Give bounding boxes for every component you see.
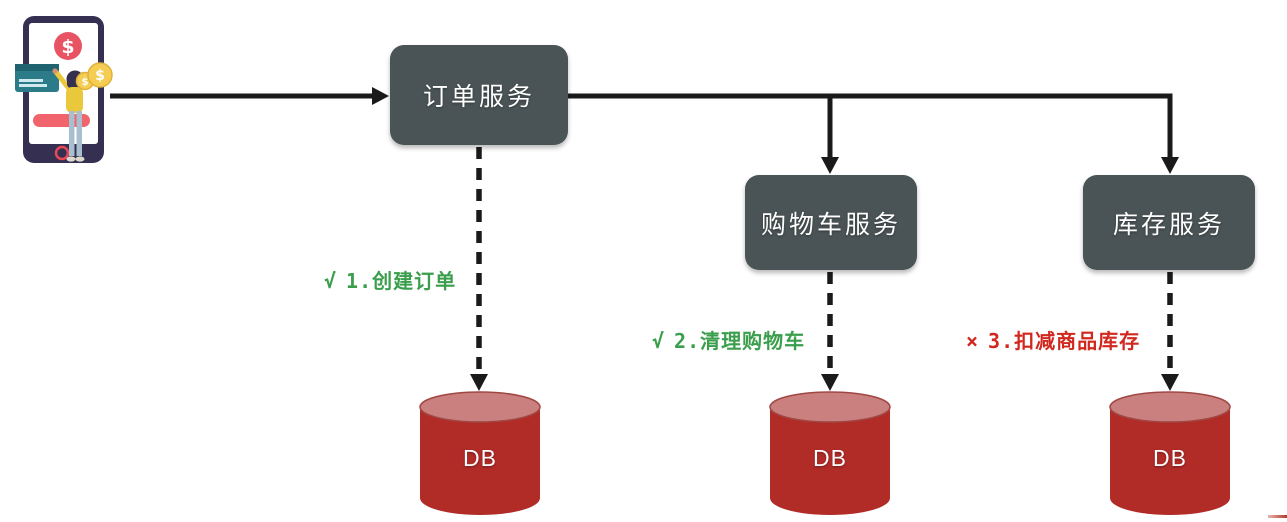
credit-card-icon	[15, 64, 59, 92]
arrowhead-icon	[821, 374, 839, 391]
svg-text:$: $	[82, 77, 89, 88]
arrowhead-icon	[1161, 157, 1179, 174]
check-icon: √	[324, 269, 338, 293]
service-label: 订单服务	[422, 83, 535, 111]
service-node-order: 订单服务	[390, 45, 568, 145]
svg-text:$: $	[61, 36, 74, 58]
phone-home-ring-icon	[54, 145, 70, 161]
db-label: DB	[463, 445, 497, 471]
mobile-payment-illustration: $ $	[0, 2, 128, 172]
step-text: 3.扣减商品库存	[988, 329, 1141, 353]
database-cylinder-icon	[419, 391, 541, 515]
database-node-order: DB	[418, 390, 542, 517]
svg-text:$: $	[95, 68, 105, 84]
database-node-cart: DB	[768, 390, 892, 517]
database-cylinder-icon	[769, 391, 891, 515]
arrowhead-icon	[821, 157, 839, 174]
db-label: DB	[813, 445, 847, 471]
step-label-deduct-stock: × 3.扣减商品库存	[966, 325, 1140, 354]
step-label-create-order: √ 1.创建订单	[324, 265, 456, 294]
database-cylinder-icon	[1109, 391, 1231, 515]
progress-bar-fragment	[1268, 515, 1287, 518]
service-node-inventory: 库存服务	[1083, 175, 1255, 270]
step-text: 1.创建订单	[346, 269, 457, 293]
service-node-cart: 购物车服务	[745, 175, 917, 270]
coin-icons: $ $	[75, 62, 113, 91]
database-node-inventory: DB	[1108, 390, 1232, 517]
cross-icon: ×	[966, 329, 980, 353]
pay-button-graphic	[33, 114, 90, 127]
arrowhead-icon	[372, 87, 389, 105]
step-text: 2.清理购物车	[674, 329, 806, 353]
arrowhead-icon	[470, 374, 488, 391]
db-label: DB	[1153, 445, 1187, 471]
dollar-badge-icon: $	[54, 32, 82, 60]
step-label-clear-cart: √ 2.清理购物车	[652, 325, 805, 354]
service-label: 库存服务	[1112, 210, 1225, 239]
check-icon: √	[652, 329, 666, 353]
arrow-order-to-inventory	[568, 93, 1173, 158]
service-label: 购物车服务	[760, 210, 901, 239]
arrowhead-icon	[1161, 374, 1179, 391]
